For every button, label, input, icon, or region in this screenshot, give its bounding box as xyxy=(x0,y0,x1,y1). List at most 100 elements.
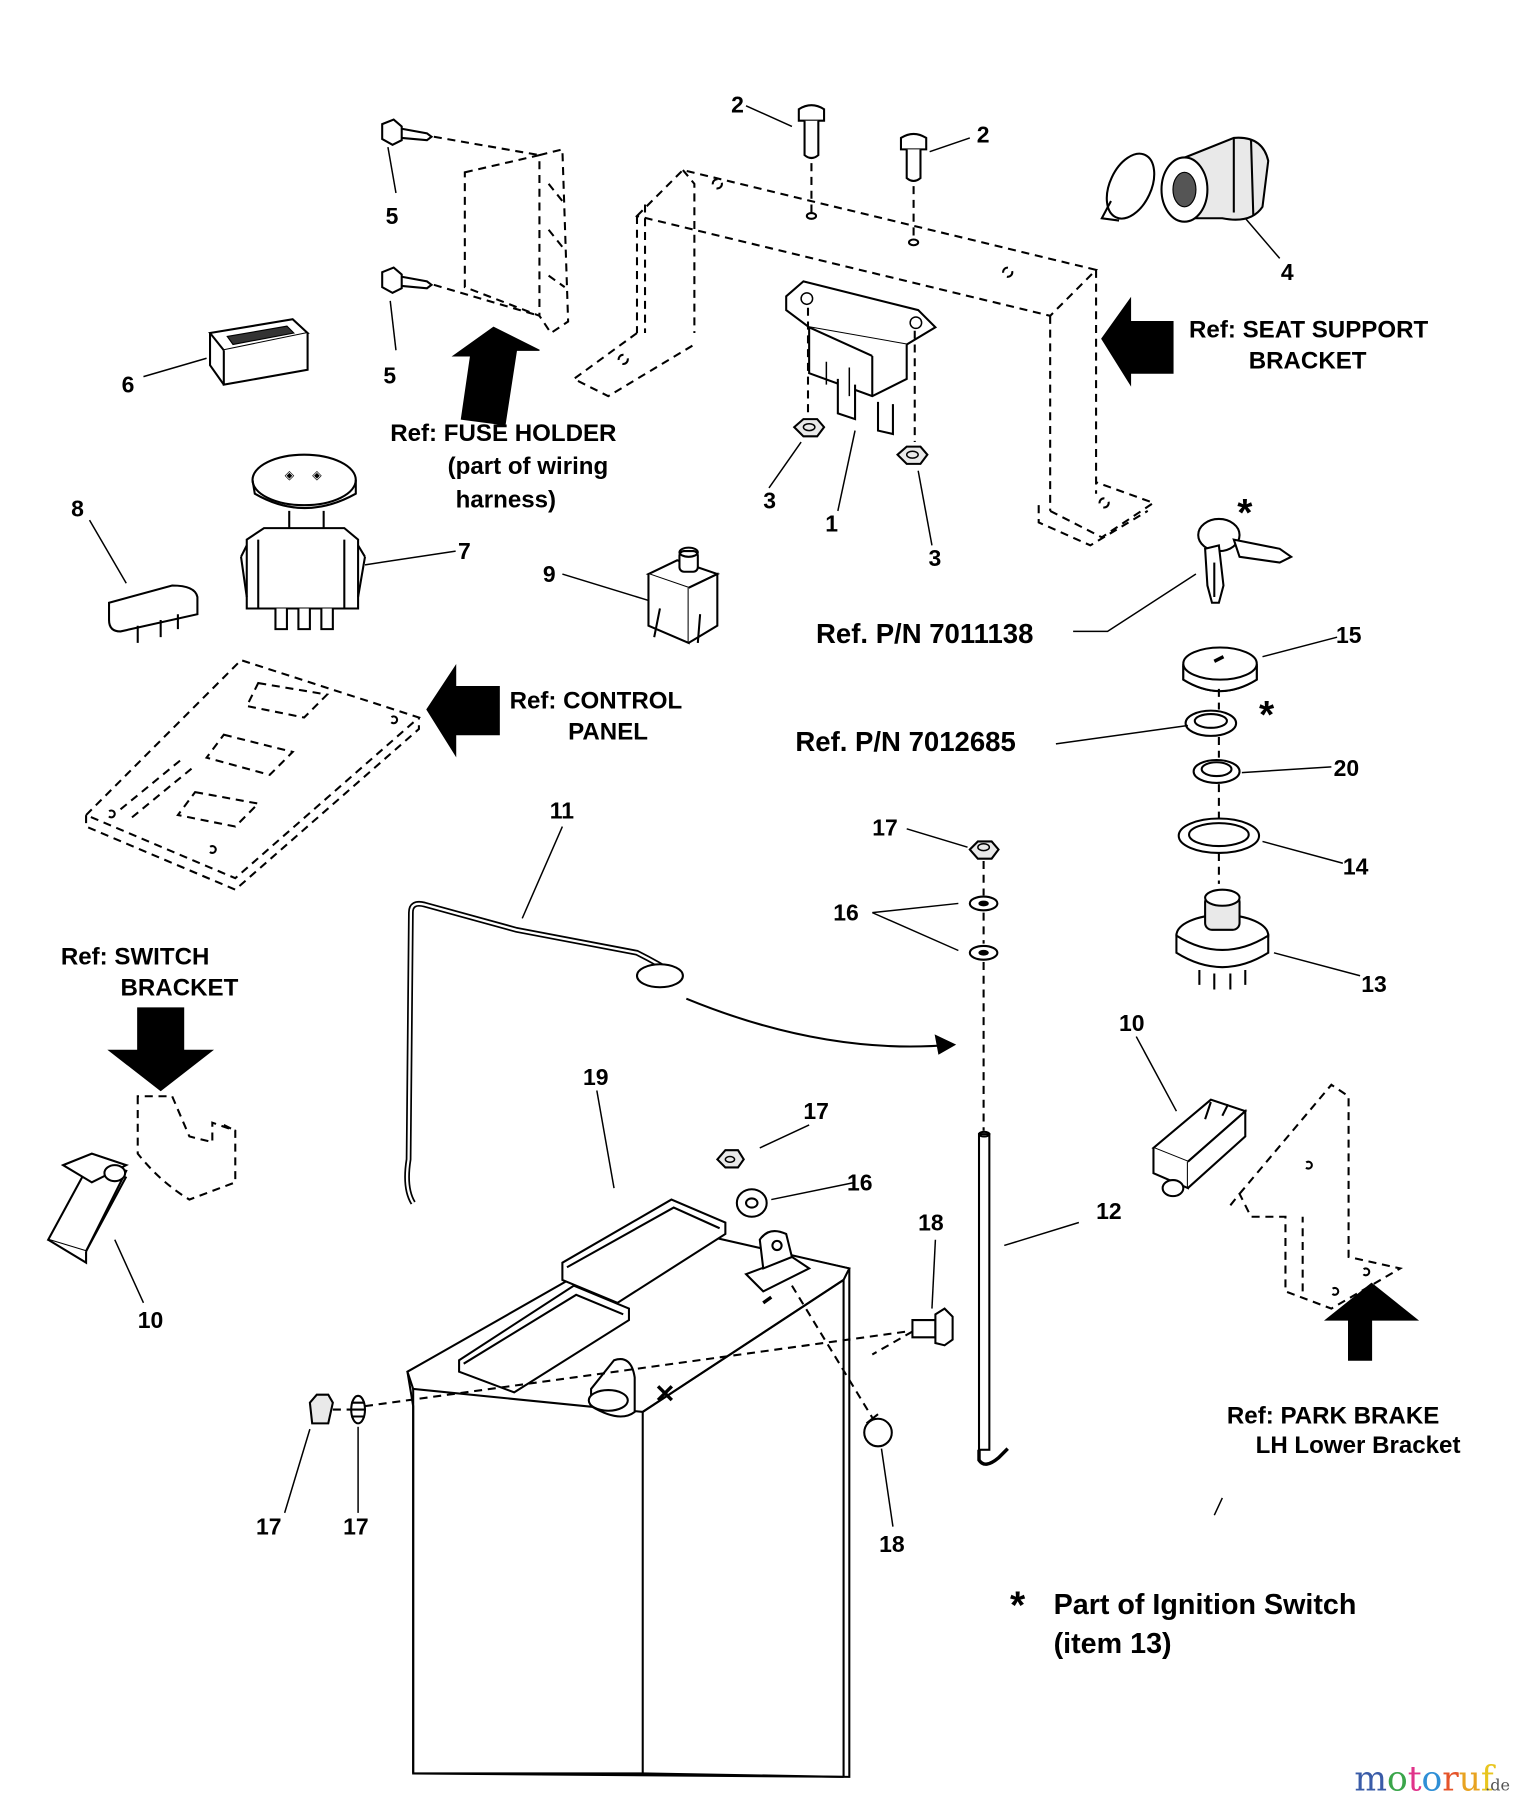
callout-16c: 17 xyxy=(343,1514,369,1540)
plunger-switch-9 xyxy=(645,546,721,645)
control-panel xyxy=(84,658,421,891)
seat-support-arrow xyxy=(1101,296,1174,387)
nut-17-top xyxy=(968,840,1000,860)
battery-axis-lines xyxy=(332,1285,913,1419)
callout-4: 4 xyxy=(1281,259,1294,285)
footnote-asterisk: * xyxy=(1010,1584,1026,1627)
pto-switch-7: ◈ ◈ xyxy=(240,453,366,631)
callout-15: 15 xyxy=(1336,622,1362,648)
callout-13: 13 xyxy=(1361,971,1387,997)
svg-text:BRACKET: BRACKET xyxy=(1249,348,1367,375)
callout-3b: 3 xyxy=(929,545,942,571)
callout-20: 20 xyxy=(1334,755,1360,781)
callout-10a: 10 xyxy=(138,1307,164,1333)
svg-text:BRACKET: BRACKET xyxy=(121,974,239,1001)
wm-letter: o xyxy=(1387,1760,1408,1800)
wm-letter: r xyxy=(1442,1760,1459,1800)
callout-19: 19 xyxy=(583,1064,609,1090)
callout-11: 11 xyxy=(550,798,574,824)
callout-3a: 3 xyxy=(763,488,776,514)
rocker-switch-6 xyxy=(208,318,310,386)
callout-6: 6 xyxy=(122,372,135,398)
nut-3-right xyxy=(896,445,929,465)
switch-bracket xyxy=(136,1095,237,1201)
svg-text:◈: ◈ xyxy=(285,468,295,482)
seat-support-label: Ref: SEAT SUPPORT BRACKET xyxy=(1189,317,1428,375)
callout-17c: 17 xyxy=(256,1514,282,1540)
callout-2a: 2 xyxy=(731,92,744,118)
battery-19: ✕ xyxy=(406,1198,851,1778)
svg-text:PANEL: PANEL xyxy=(568,718,648,745)
callout-7: 7 xyxy=(458,538,471,564)
nut-3-left xyxy=(792,418,826,438)
park-brake-label: Ref: PARK BRAKE LH Lower Bracket xyxy=(1227,1402,1461,1459)
power-outlet-4 xyxy=(1100,136,1270,223)
screw-5-lower xyxy=(381,266,540,317)
washer-20 xyxy=(1192,758,1241,784)
rod-12 xyxy=(977,1130,1009,1466)
callout-10b: 10 xyxy=(1119,1010,1145,1036)
svg-text:Ref: PARK BRAKE: Ref: PARK BRAKE xyxy=(1227,1402,1439,1429)
screw-5-upper xyxy=(381,118,540,157)
footnote: * Part of Ignition Switch (item 13) xyxy=(1010,1584,1356,1659)
washer-16-upper xyxy=(968,895,999,912)
switch-bracket-arrow xyxy=(107,1007,215,1092)
park-brake-arrow xyxy=(1323,1282,1420,1361)
control-panel-label: Ref: CONTROL PANEL xyxy=(510,687,683,745)
callout-18b: 18 xyxy=(879,1531,905,1557)
wm-letter: t xyxy=(1408,1760,1422,1800)
callout-9: 9 xyxy=(543,561,556,587)
seat-switch-10-right xyxy=(1151,1098,1248,1198)
callout-8: 8 xyxy=(71,496,84,522)
ignition-nut xyxy=(1184,709,1238,737)
bolt-18-bottom xyxy=(863,1413,893,1448)
ignition-cap-15 xyxy=(1182,646,1258,693)
callout-17b: 17 xyxy=(803,1098,829,1124)
washer-16-left xyxy=(350,1394,367,1425)
svg-text:(item 13): (item 13) xyxy=(1054,1628,1172,1660)
leader-lines xyxy=(88,105,1361,1527)
ground-cable-11 xyxy=(404,900,957,1205)
wm-letter: f xyxy=(1481,1760,1496,1800)
callout-14: 14 xyxy=(1343,854,1369,880)
svg-text:(part of wiring: (part of wiring xyxy=(448,453,609,480)
nut-17-battery xyxy=(715,1149,745,1169)
callout-5a: 5 xyxy=(386,203,399,229)
nut-17-left xyxy=(308,1393,334,1425)
ignition-key xyxy=(1197,517,1294,604)
bolt-18-right xyxy=(911,1307,954,1347)
solenoid-1 xyxy=(785,280,938,443)
control-panel-arrow xyxy=(426,663,500,758)
washer-16-lower xyxy=(968,944,999,961)
callout-5b: 5 xyxy=(383,363,396,389)
bolt-2-left xyxy=(797,104,826,220)
svg-text:harness): harness) xyxy=(456,486,556,513)
svg-text:Ref: SWITCH: Ref: SWITCH xyxy=(61,943,210,970)
part-number-nut: Ref. P/N 7012685 xyxy=(795,726,1015,757)
wm-suffix: .de xyxy=(1485,1776,1510,1795)
callout-16b: 16 xyxy=(847,1169,873,1195)
part-number-key: Ref. P/N 7011138 xyxy=(816,618,1033,649)
fuse-holder-label: Ref: FUSE HOLDER (part of wiring harness… xyxy=(390,420,616,514)
fuse-holder xyxy=(463,148,570,335)
svg-text:◈: ◈ xyxy=(312,468,322,482)
watermark-logo: motoruf .de xyxy=(1354,1760,1510,1800)
callout-16a: 16 xyxy=(833,900,859,926)
callout-2b: 2 xyxy=(977,122,990,148)
switch-bracket-label: Ref: SWITCH BRACKET xyxy=(61,943,239,1001)
callout-18a: 18 xyxy=(918,1210,944,1236)
svg-text:✕: ✕ xyxy=(654,1381,675,1409)
washer-14 xyxy=(1177,817,1261,854)
wm-letter: o xyxy=(1422,1760,1443,1800)
svg-text:Ref: FUSE HOLDER: Ref: FUSE HOLDER xyxy=(390,420,616,447)
fuse-holder-arrow xyxy=(451,326,540,426)
callout-12: 12 xyxy=(1096,1198,1122,1224)
switch-cover-8 xyxy=(108,584,199,643)
wm-letter: u xyxy=(1459,1760,1481,1800)
callout-17a: 17 xyxy=(872,815,898,841)
bolt-2-right xyxy=(899,132,928,247)
wm-letter: m xyxy=(1354,1760,1387,1800)
svg-text:Ref: SEAT SUPPORT: Ref: SEAT SUPPORT xyxy=(1189,317,1428,344)
callout-1: 1 xyxy=(825,511,838,537)
